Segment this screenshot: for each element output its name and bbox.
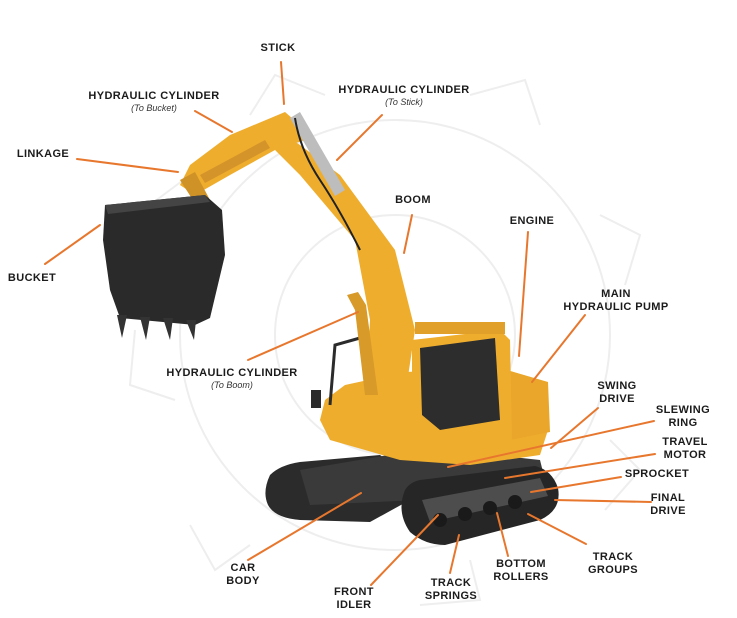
leader-lines (44, 61, 656, 586)
boom-arm (275, 135, 415, 430)
engine-cover (500, 368, 550, 440)
cab-window (420, 338, 500, 430)
label-linkage-text: LINKAGE (16, 148, 70, 160)
label-main-hydraulic-pump: MAIN HYDRAULIC PUMP (562, 288, 670, 314)
label-track-springs-line1: TRACK (430, 577, 472, 589)
label-track-groups: TRACK GROUPS (584, 551, 642, 577)
handrail (328, 336, 361, 406)
label-linkage: LINKAGE (12, 148, 74, 161)
leader-track-springs (449, 534, 460, 574)
label-track-springs-line2: SPRINGS (424, 590, 478, 602)
label-bottom-rollers-line1: BOTTOM (496, 558, 546, 570)
leader-bucket (44, 224, 101, 265)
leader-sprocket (530, 476, 622, 493)
leader-boom (403, 214, 413, 254)
mirror (311, 390, 321, 408)
label-car-body-line1: CAR (230, 562, 256, 574)
label-front-idler: FRONT IDLER (330, 586, 378, 612)
label-bucket-text: BUCKET (7, 272, 57, 284)
leader-hyd-bucket (194, 110, 233, 133)
label-swing-drive-line2: DRIVE (599, 393, 635, 405)
bucket-teeth (117, 315, 196, 340)
label-travel-motor-line2: MOTOR (663, 449, 707, 461)
leader-bottom-rollers (496, 512, 509, 557)
stick-cylinder (290, 112, 345, 196)
label-slewing-ring-line1: SLEWING (655, 404, 711, 416)
leader-linkage (76, 158, 179, 173)
label-bottom-rollers-line2: ROLLERS (493, 571, 549, 583)
label-front-idler-line2: IDLER (336, 599, 372, 611)
leader-slewing-ring (447, 420, 655, 468)
label-final-drive: FINAL DRIVE (644, 492, 692, 518)
label-slewing-ring: SLEWING RING (652, 404, 714, 430)
label-hyd-bucket-title: HYDRAULIC CYLINDER (88, 90, 220, 102)
leader-front-idler (370, 514, 439, 586)
label-main-pump-line1: MAIN (601, 288, 631, 300)
label-boom-text: BOOM (395, 194, 431, 206)
label-slewing-ring-line2: RING (668, 417, 698, 429)
leader-main-pump (531, 314, 586, 383)
label-hyd-cylinder-stick: HYDRAULIC CYLINDER (To Stick) (334, 84, 474, 108)
label-bottom-rollers: BOTTOM ROLLERS (490, 558, 552, 584)
bottom-rollers (433, 495, 522, 527)
label-engine-text: ENGINE (509, 215, 555, 227)
leader-engine (518, 231, 529, 357)
label-hyd-stick-sub: (To Stick) (385, 97, 423, 107)
label-front-idler-line1: FRONT (334, 586, 374, 598)
hoses (294, 117, 361, 251)
label-hyd-cylinder-bucket: HYDRAULIC CYLINDER (To Bucket) (84, 90, 224, 114)
cab-roof (415, 322, 505, 334)
leader-final-drive (554, 499, 652, 503)
label-stick-text: STICK (260, 42, 296, 54)
label-final-drive-line1: FINAL (650, 492, 686, 504)
label-travel-motor-line1: TRAVEL (662, 436, 708, 448)
leader-hyd-boom (247, 311, 359, 361)
bucket-rim (105, 195, 210, 214)
leader-travel-motor (504, 453, 656, 479)
leader-track-groups (527, 513, 587, 545)
excavator-illustration (103, 112, 559, 545)
label-sprocket: SPROCKET (622, 468, 692, 481)
label-car-body-line2: BODY (226, 575, 260, 587)
label-bucket: BUCKET (6, 272, 58, 285)
label-swing-drive-line1: SWING (597, 380, 637, 392)
label-sprocket-text: SPROCKET (624, 468, 690, 480)
label-track-groups-line2: GROUPS (587, 564, 639, 576)
label-track-groups-line1: TRACK (592, 551, 634, 563)
label-hyd-boom-title: HYDRAULIC CYLINDER (166, 367, 298, 379)
label-final-drive-line2: DRIVE (650, 505, 686, 517)
label-hyd-stick-title: HYDRAULIC CYLINDER (338, 84, 470, 96)
leader-stick (280, 61, 285, 105)
label-travel-motor: TRAVEL MOTOR (656, 436, 714, 462)
label-engine: ENGINE (506, 215, 558, 228)
leader-hyd-stick (336, 114, 383, 161)
boom-cylinder (347, 292, 378, 395)
label-swing-drive: SWING DRIVE (592, 380, 642, 406)
label-hyd-cylinder-boom: HYDRAULIC CYLINDER (To Boom) (162, 367, 302, 391)
bucket-cylinder (200, 140, 270, 183)
front-track-inner (422, 478, 548, 522)
label-car-body: CAR BODY (222, 562, 264, 588)
bucket-shell (103, 195, 225, 325)
label-hyd-boom-sub: (To Boom) (211, 380, 253, 390)
label-stick: STICK (258, 42, 298, 55)
label-hyd-bucket-sub: (To Bucket) (131, 103, 177, 113)
leader-car-body (247, 492, 362, 561)
label-main-pump-line2: HYDRAULIC PUMP (563, 301, 669, 313)
label-track-springs: TRACK SPRINGS (420, 577, 482, 603)
label-boom: BOOM (392, 194, 434, 207)
